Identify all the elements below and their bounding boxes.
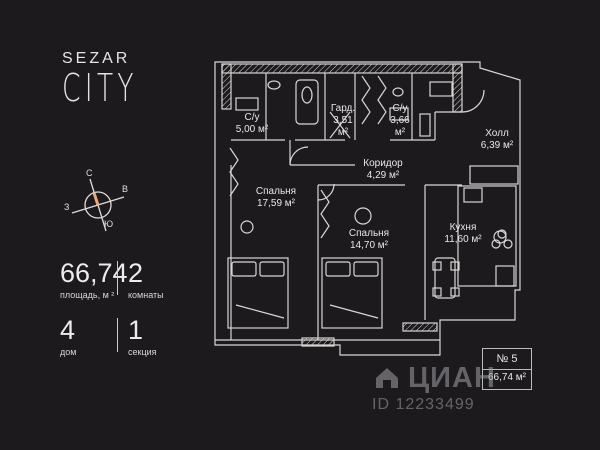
room-name: С/у	[392, 103, 408, 114]
logo: SEZAR CITY	[62, 50, 142, 108]
compass-icon: С В Ю З	[64, 168, 128, 232]
room-bathroom-2: С/у 3,66 м²	[385, 103, 415, 139]
room-bathroom-1: С/у 5,00 м²	[226, 112, 278, 136]
room-name: Коридор	[363, 158, 403, 169]
house-value: 4	[60, 315, 76, 345]
room-name: Кухня	[449, 222, 477, 233]
rooms-label: комнаты	[128, 290, 164, 300]
stat-rooms: 2 комнаты	[128, 258, 164, 300]
rooms-value: 2	[128, 258, 144, 288]
apartment-badge: № 5 66,74 м²	[482, 348, 532, 390]
area-value: 66,74	[60, 258, 128, 288]
area-label: площадь, м ²	[60, 290, 115, 300]
room-area: 14,70 м²	[349, 240, 388, 251]
room-area: 5,00 м²	[235, 124, 269, 135]
room-area: 4,29 м²	[366, 170, 400, 181]
room-corridor: Коридор 4,29 м²	[353, 158, 413, 182]
divider	[117, 261, 118, 295]
room-area: 17,59 м²	[256, 198, 295, 209]
section-label: секция	[128, 347, 157, 357]
room-hall: Холл 6,39 м²	[470, 128, 524, 152]
room-bedroom-2: Спальня 14,70 м²	[338, 228, 400, 252]
compass-n: С	[86, 168, 93, 178]
section-value: 1	[128, 315, 144, 345]
watermark-id: ID 12233499	[372, 396, 475, 413]
room-wardrobe: Гард. 3,51 м²	[325, 103, 361, 139]
logo-sezar: SEZAR	[62, 50, 131, 67]
room-unit: м²	[337, 127, 349, 138]
room-area: 3,66	[390, 115, 410, 126]
room-name: Спальня	[348, 228, 390, 239]
room-area: 3,51	[333, 115, 353, 126]
badge-divider	[483, 369, 531, 370]
compass-e: В	[122, 184, 128, 194]
watermark-brand: ЦИАН	[408, 362, 496, 394]
compass-s: Ю	[104, 219, 113, 229]
compass-w: З	[64, 202, 69, 212]
stat-section: 1 секция	[128, 315, 157, 357]
apartment-area: 66,74 м²	[487, 372, 526, 383]
room-kitchen: Кухня 11,60 м²	[432, 222, 494, 246]
stat-house: 4 дом	[60, 315, 76, 357]
house-label: дом	[60, 347, 77, 357]
room-area: 6,39 м²	[480, 140, 514, 151]
room-name: Спальня	[255, 186, 297, 197]
divider	[117, 318, 118, 352]
apartment-number: № 5	[496, 353, 518, 365]
room-name: Холл	[485, 128, 509, 139]
room-name: Гард.	[330, 103, 356, 114]
room-area: 11,60 м²	[444, 234, 482, 245]
room-name: С/у	[244, 112, 260, 123]
stat-area: 66,74 площадь, м ²	[60, 258, 128, 300]
cian-logo-icon	[376, 368, 398, 388]
room-unit: м²	[394, 127, 406, 138]
room-bedroom-1: Спальня 17,59 м²	[245, 186, 307, 210]
